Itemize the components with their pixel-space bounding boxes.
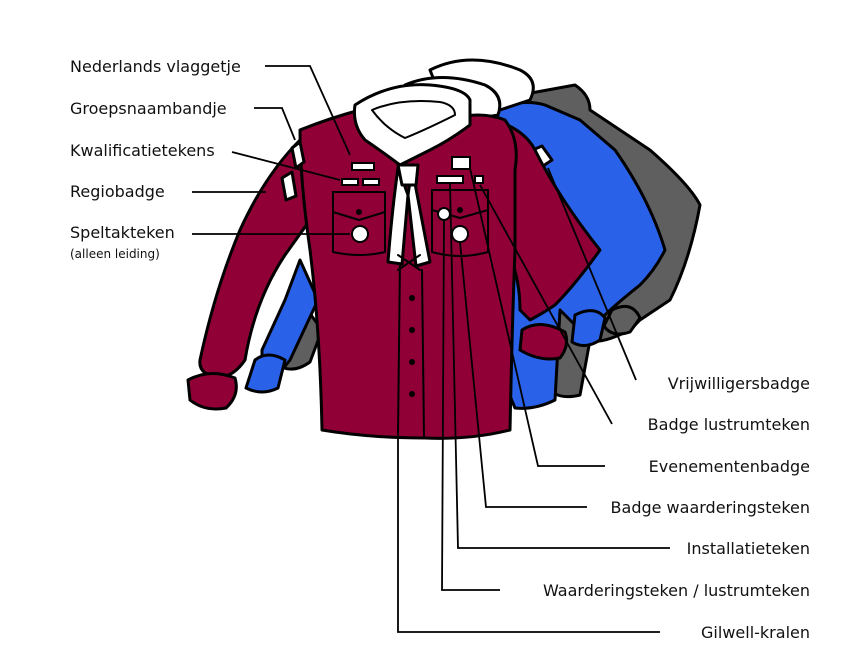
right-leader-lines bbox=[397, 167, 670, 633]
label-badge-lustrumteken: Badge lustrumteken bbox=[648, 415, 810, 434]
nederlands-vlaggetje-badge bbox=[351, 162, 375, 171]
shirt-button bbox=[409, 359, 415, 365]
label-gilwell-kralen: Gilwell-kralen bbox=[701, 623, 810, 642]
maroon-shirt bbox=[186, 108, 602, 440]
groepsnaambandje-patch bbox=[290, 140, 306, 170]
maroon-shirt-right-cuff bbox=[518, 323, 569, 361]
kwalificatieteken-badge-1 bbox=[341, 178, 359, 186]
leader-gilwell-kralen bbox=[397, 432, 660, 633]
label-nederlands-vlaggetje: Nederlands vlaggetje bbox=[70, 57, 241, 76]
scarf-tail-left bbox=[386, 166, 410, 266]
gilwell-kralen-cord bbox=[397, 254, 421, 271]
maroon-shirt-left-cuff bbox=[186, 372, 238, 411]
blue-shirt-cuff bbox=[570, 309, 607, 347]
label-speltakteken: Speltakteken bbox=[70, 223, 175, 242]
left-leader-lines bbox=[192, 65, 351, 235]
label-groepsnaambandje: Groepsnaambandje bbox=[70, 99, 227, 118]
left-pocket-flap bbox=[332, 191, 386, 221]
badge-lustrumteken-badge bbox=[474, 175, 484, 184]
grey-shirt-cuff bbox=[602, 304, 642, 336]
label-vrijwilligersbadge: Vrijwilligersbadge bbox=[668, 374, 810, 393]
blue-shirt-left-cuff bbox=[244, 353, 287, 394]
scarf-neck-opening bbox=[371, 100, 456, 139]
shirt-button bbox=[409, 327, 415, 333]
leader-badge-waarderingsteken bbox=[459, 241, 587, 508]
waarderingsteken-pin bbox=[437, 207, 451, 221]
leader-nederlands-vlaggetje bbox=[265, 65, 351, 156]
leader-vrijwilligersbadge bbox=[547, 167, 637, 381]
shirt-button bbox=[409, 391, 415, 397]
right-pocket-button bbox=[457, 207, 463, 213]
badge-waarderingsteken bbox=[451, 225, 469, 243]
shirt-button bbox=[409, 295, 415, 301]
leader-badge-lustrumteken bbox=[479, 184, 613, 425]
maroon-shirt-placket-edge bbox=[421, 269, 425, 437]
maroon-shirt-right-sleeve bbox=[488, 118, 602, 322]
left-labels: Nederlands vlaggetje Groepsnaambandje Kw… bbox=[70, 57, 241, 261]
left-pocket bbox=[332, 191, 386, 256]
leader-groepsnaambandje bbox=[254, 107, 296, 141]
label-waarderingsteken-lustrumteken: Waarderingsteken / lustrumteken bbox=[543, 581, 810, 600]
right-pocket bbox=[431, 189, 489, 257]
maroon-shirt-placket bbox=[397, 259, 401, 433]
scarf-knot bbox=[396, 163, 420, 187]
shirt-buttons bbox=[409, 295, 415, 397]
label-badge-waarderingsteken: Badge waarderingsteken bbox=[611, 498, 810, 517]
leader-installatieteken bbox=[449, 182, 670, 549]
front-scarf bbox=[353, 83, 472, 271]
regiobadge-patch bbox=[280, 170, 298, 202]
label-kwalificatietekens: Kwalificatietekens bbox=[70, 141, 215, 160]
kwalificatieteken-badge-2 bbox=[362, 178, 380, 186]
scarf-collar bbox=[353, 83, 472, 167]
speltakteken-badge bbox=[351, 225, 369, 243]
installatieteken-badge bbox=[436, 175, 464, 184]
label-regiobadge: Regiobadge bbox=[70, 182, 165, 201]
left-pocket-button bbox=[356, 209, 362, 215]
right-pocket-flap bbox=[431, 189, 489, 219]
evenementenbadge-patch bbox=[451, 156, 471, 170]
label-installatieteken: Installatieteken bbox=[687, 539, 810, 558]
leader-evenementenbadge bbox=[469, 167, 605, 467]
right-labels: Vrijwilligersbadge Badge lustrumteken Ev… bbox=[543, 374, 810, 642]
leader-kwalificatietekens bbox=[231, 151, 341, 181]
label-evenementenbadge: Evenementenbadge bbox=[649, 457, 810, 476]
maroon-shirt-left-sleeve bbox=[198, 138, 312, 380]
label-speltakteken-note: (alleen leiding) bbox=[70, 247, 160, 261]
leader-waarderingsteken-lustrumteken bbox=[441, 219, 500, 591]
